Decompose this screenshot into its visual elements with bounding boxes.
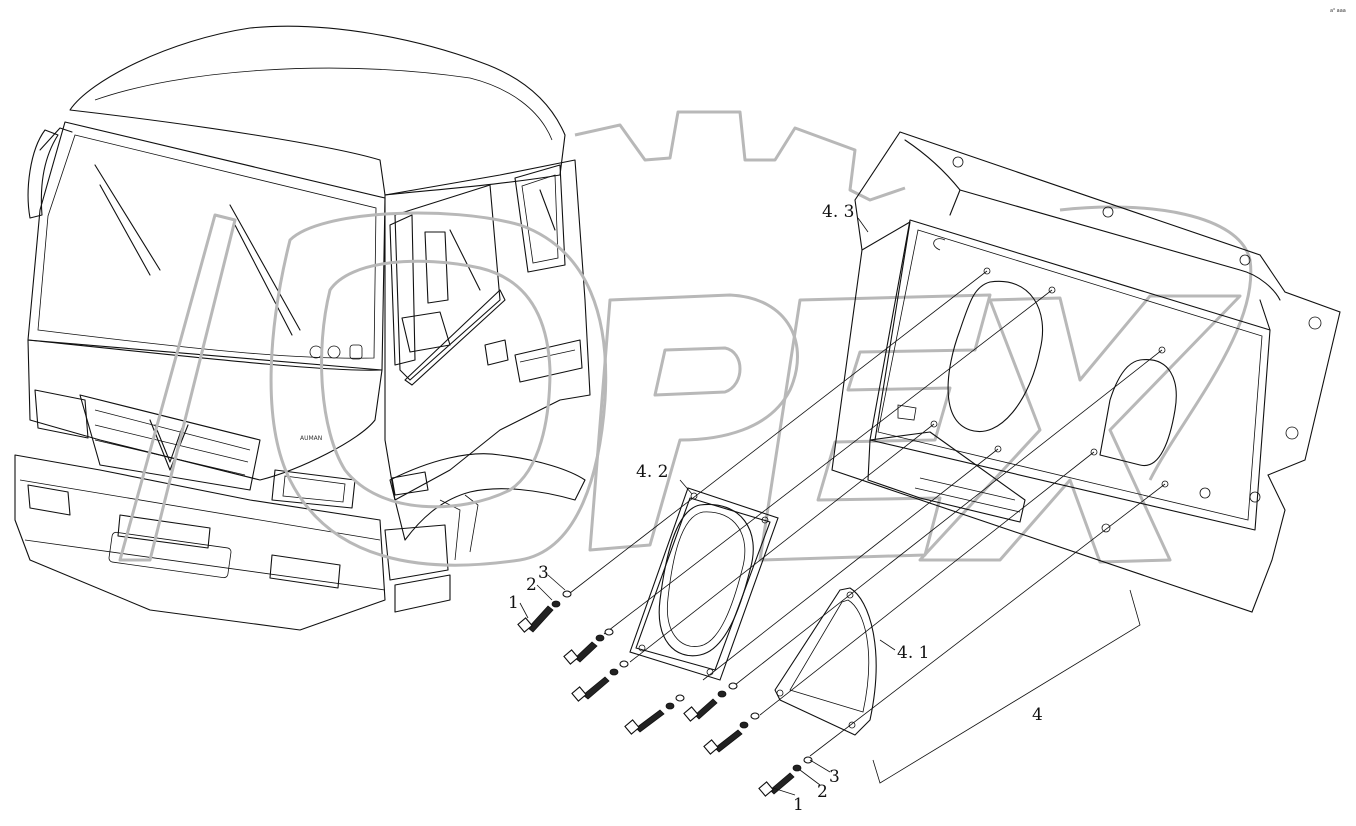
watermark-logo — [118, 110, 1253, 567]
callout-1-left: 1 — [508, 593, 519, 613]
callout-4-2: 4. 2 — [636, 462, 668, 482]
callout-2-bottom: 2 — [817, 782, 828, 802]
floor-panel-4-3 — [831, 131, 1341, 613]
bolt-set-2 — [563, 628, 614, 665]
callout-labels: 1 2 3 4. 2 4. 3 4. 1 4 1 2 3 — [508, 202, 1043, 815]
callout-3-bottom: 3 — [829, 767, 840, 787]
bolt-set-5 — [683, 682, 738, 722]
callout-3-left: 3 — [538, 563, 549, 583]
callout-4: 4 — [1032, 705, 1043, 725]
callout-2-left: 2 — [526, 575, 537, 595]
bolt-set-bottom — [758, 756, 813, 797]
bolt-set-3 — [571, 660, 629, 702]
bolt-set-6 — [703, 712, 760, 755]
bolt-set-left — [517, 590, 572, 633]
corner-mark: a⁰ aaa — [1330, 8, 1346, 14]
callout-4-3: 4. 3 — [822, 202, 854, 222]
truck-cab: AUMAN — [14, 25, 591, 631]
seal-plate-4-2 — [629, 487, 779, 681]
seal-plate-4-1 — [774, 587, 877, 736]
leader-lines — [569, 270, 1166, 757]
assembly-4-bracket — [872, 589, 1141, 784]
callout-1-bottom: 1 — [793, 795, 804, 815]
cab-badge: AUMAN — [300, 435, 322, 442]
bolt-set-4 — [624, 694, 685, 735]
callout-4-1: 4. 1 — [897, 643, 929, 663]
